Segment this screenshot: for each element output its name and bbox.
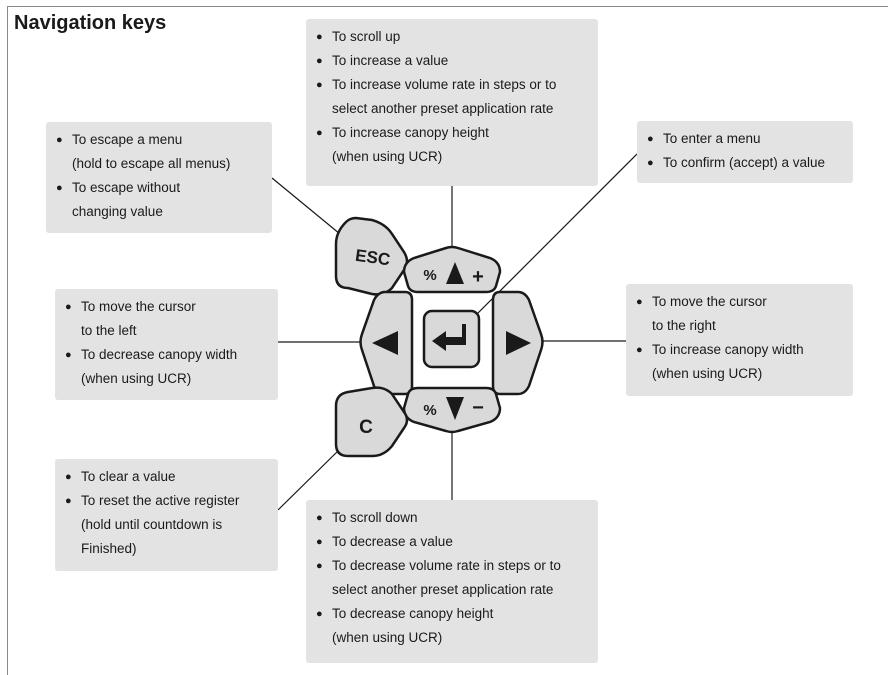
connector-clear	[277, 448, 341, 511]
right-key-description: ● To move the cursor to the right ● To incre…	[626, 284, 853, 396]
description-line: (when using UCR)	[332, 149, 443, 164]
bullet-icon: ●	[316, 560, 323, 572]
description-line: To reset the active register	[81, 493, 240, 508]
increase-key-percent: %	[423, 267, 436, 284]
description-line: (when using UCR)	[332, 630, 443, 645]
bullet-icon: ●	[65, 471, 72, 483]
triangle-down-icon	[446, 397, 464, 420]
triangle-up-icon	[446, 262, 464, 284]
clear-key-label: C	[359, 417, 373, 438]
increase-key[interactable]: % +	[402, 245, 502, 294]
bullet-icon: ●	[636, 296, 643, 308]
description-item: ● To increase a value	[316, 49, 586, 73]
description-item: ● To move the cursor to the right	[636, 290, 841, 338]
description-item: ● To increase volume rate in steps or to s…	[316, 73, 586, 121]
description-line: To confirm (accept) a value	[663, 155, 826, 170]
description-item: ● To clear a value	[65, 465, 266, 489]
description-item: ● To move the cursor to the left	[65, 295, 266, 343]
bullet-icon: ●	[316, 512, 323, 524]
description-item: ● To decrease canopy width (when using UCR…	[65, 343, 266, 391]
description-line: To decrease volume rate in steps or to	[332, 558, 561, 573]
decrease-key-percent: %	[423, 402, 436, 419]
description-line: select another preset application rate	[332, 582, 554, 597]
description-line: (when using UCR)	[81, 371, 192, 386]
connector-enter	[460, 153, 638, 331]
description-line: to the right	[652, 318, 716, 333]
description-line: To increase a value	[332, 53, 449, 68]
decrease-key-description: ● To scroll down ● To decrease a value ● To d…	[306, 500, 598, 663]
enter-key-description: ● To enter a menu ● To confirm (accept) a v…	[637, 121, 853, 183]
description-item: ● To increase canopy height (when using UC…	[316, 121, 586, 169]
description-line: (hold until countdown is	[81, 517, 223, 532]
bullet-icon: ●	[647, 157, 654, 169]
description-line: To scroll down	[332, 510, 418, 525]
bullet-icon: ●	[65, 349, 72, 361]
bullet-icon: ●	[636, 344, 643, 356]
description-line: (hold to escape all menus)	[72, 156, 231, 171]
esc-key[interactable]: ESC	[334, 216, 409, 296]
bullet-icon: ●	[316, 31, 323, 43]
description-line: Finished)	[81, 541, 137, 556]
connector-esc	[271, 177, 341, 235]
description-item: ● To enter a menu	[647, 127, 841, 151]
description-item-continuation: Finished)	[65, 537, 266, 561]
description-line: To increase canopy width	[652, 342, 804, 357]
description-line: To clear a value	[81, 469, 176, 484]
description-item: ● To escape a menu (hold to escape all men…	[56, 128, 260, 176]
triangle-right-icon	[506, 331, 531, 355]
bullet-icon: ●	[56, 182, 63, 194]
enter-key[interactable]	[422, 309, 481, 369]
description-line: To increase canopy height	[332, 125, 489, 140]
description-line: (when using UCR)	[652, 366, 763, 381]
bullet-icon: ●	[316, 79, 323, 91]
bullet-icon: ●	[65, 495, 72, 507]
description-line: To move the cursor	[652, 294, 767, 309]
description-line: To increase volume rate in steps or to	[332, 77, 557, 92]
bullet-icon: ●	[647, 133, 654, 145]
increase-key-plus: +	[472, 266, 484, 288]
description-line: To decrease canopy width	[81, 347, 238, 362]
right-key[interactable]	[491, 290, 544, 396]
bullet-icon: ●	[65, 301, 72, 313]
left-key-description: ● To move the cursor to the left ● To decrea…	[55, 289, 278, 400]
triangle-left-icon	[372, 331, 398, 355]
esc-key-label: ESC	[354, 246, 391, 270]
description-line: To scroll up	[332, 29, 401, 44]
bullet-icon: ●	[316, 127, 323, 139]
description-item: ● To confirm (accept) a value	[647, 151, 841, 175]
description-item: ● To scroll up	[316, 25, 586, 49]
bullet-icon: ●	[316, 536, 323, 548]
description-line: To enter a menu	[663, 131, 761, 146]
decrease-key-minus: −	[472, 397, 484, 419]
enter-arrow-icon	[432, 324, 466, 351]
description-item: ● To escape without changing value	[56, 176, 260, 224]
description-line: To decrease a value	[332, 534, 453, 549]
frame-border	[7, 6, 888, 675]
description-line: select another preset application rate	[332, 101, 554, 116]
clear-key-description: ● To clear a value ● To reset the active re…	[55, 459, 278, 571]
increase-key-description: ● To scroll up ● To increase a value ● To inc…	[306, 19, 598, 186]
decrease-key[interactable]: % −	[402, 386, 502, 434]
description-line: To move the cursor	[81, 299, 196, 314]
esc-key-description: ● To escape a menu (hold to escape all men…	[46, 122, 272, 233]
bullet-icon: ●	[56, 134, 63, 146]
description-item: ● To decrease canopy height (when using UC…	[316, 602, 586, 650]
clear-key[interactable]: C	[334, 386, 409, 458]
description-line: To escape without	[72, 180, 181, 195]
description-line: To decrease canopy height	[332, 606, 494, 621]
bullet-icon: ●	[316, 608, 323, 620]
page-title: Navigation keys	[14, 12, 167, 34]
description-item: ● To decrease volume rate in steps or to s…	[316, 554, 586, 602]
description-item: ● To scroll down	[316, 506, 586, 530]
left-key[interactable]	[359, 290, 414, 396]
description-line: To escape a menu	[72, 132, 183, 147]
description-line: changing value	[72, 204, 163, 219]
description-item: ● To increase canopy width (when using UCR…	[636, 338, 841, 386]
description-item: ● To reset the active register (hold until…	[65, 489, 266, 537]
bullet-icon: ●	[316, 55, 323, 67]
description-item: ● To decrease a value	[316, 530, 586, 554]
description-line: to the left	[81, 323, 137, 338]
